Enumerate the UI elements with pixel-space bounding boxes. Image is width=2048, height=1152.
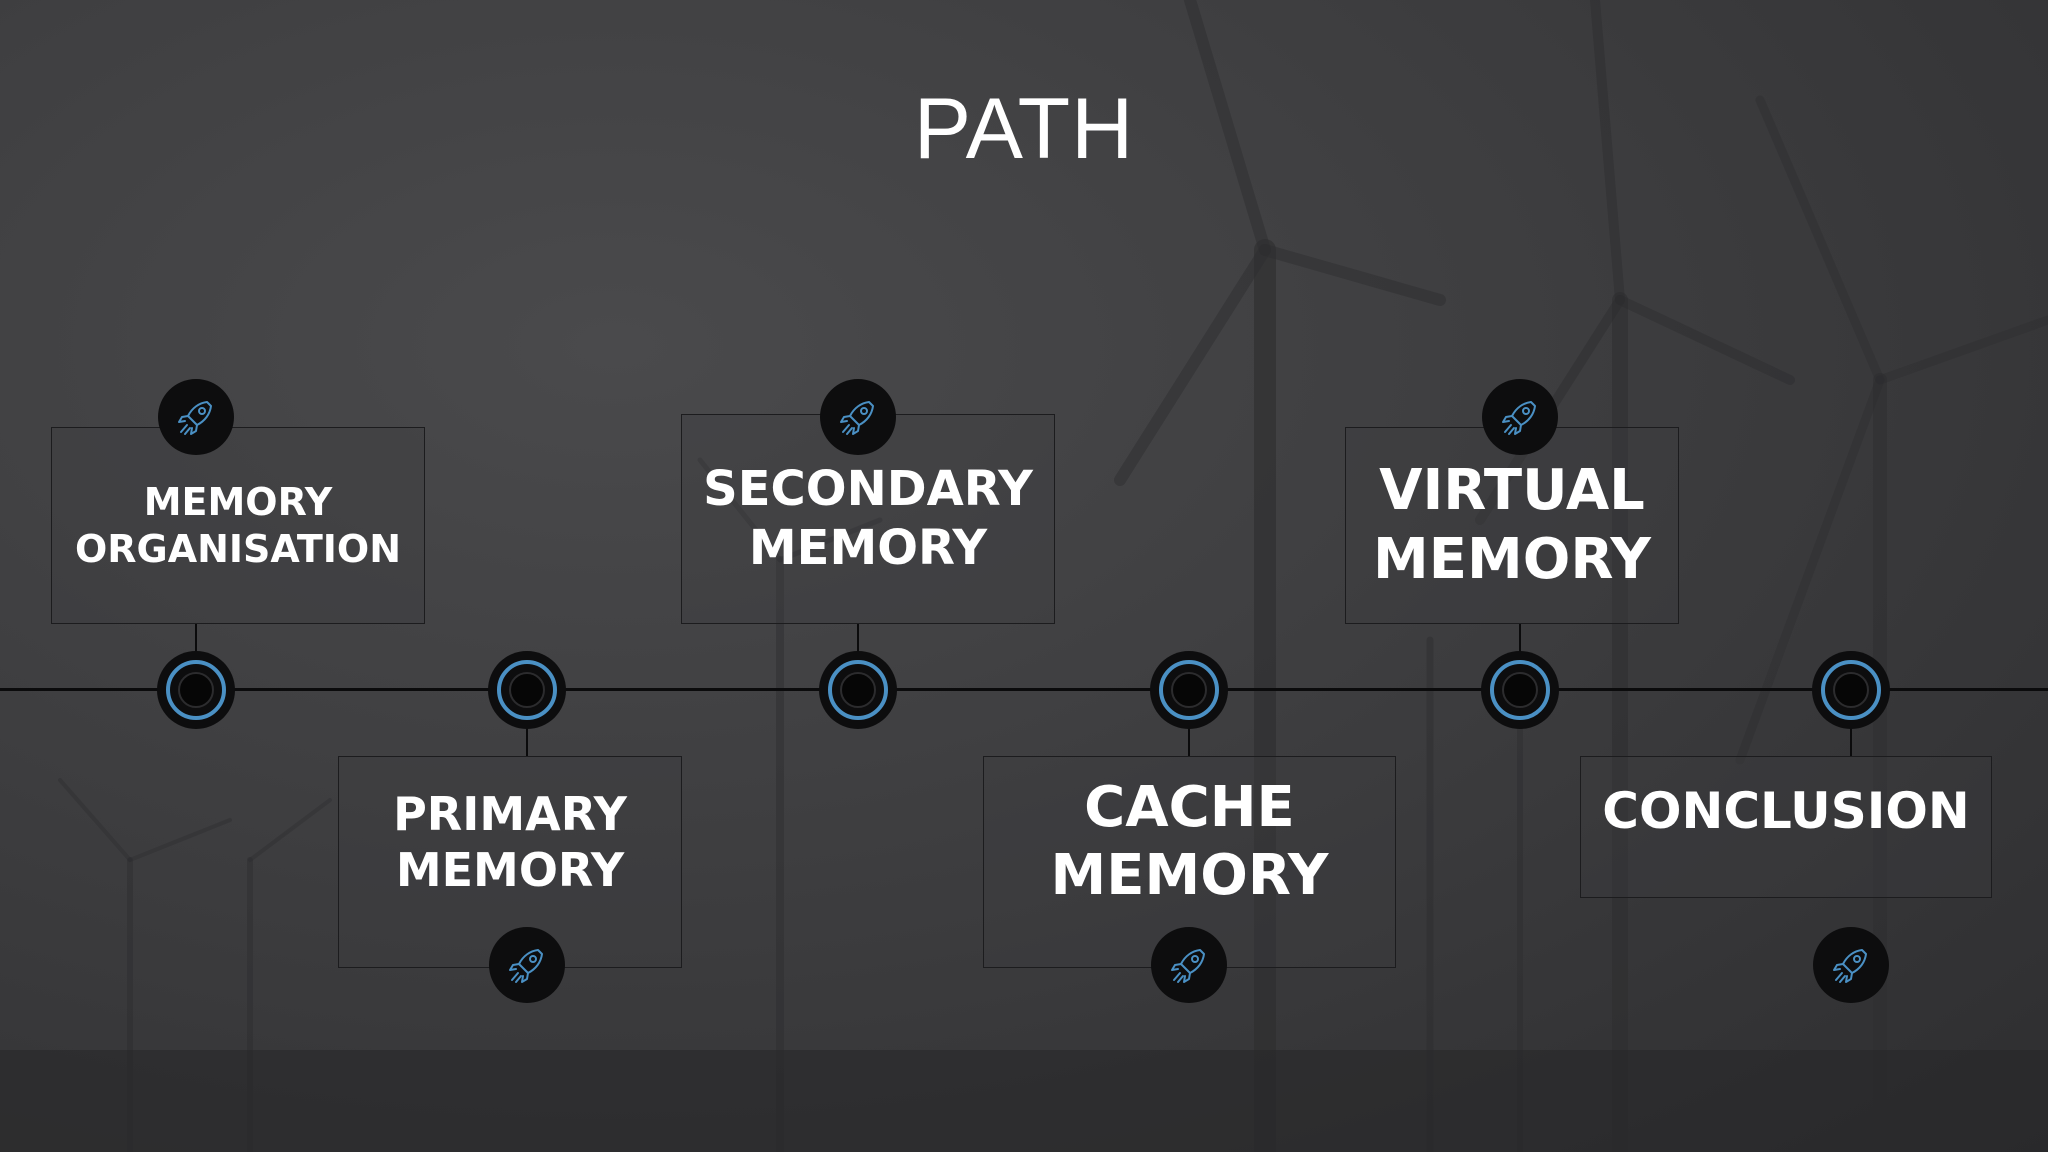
card-virtual-memory[interactable]: VIRTUAL MEMORY — [1345, 427, 1679, 624]
card-line2: MEMORY — [748, 520, 988, 576]
node-dot — [1502, 672, 1538, 708]
timeline-node-4[interactable] — [1150, 651, 1228, 729]
rocket-badge — [1151, 927, 1227, 1003]
rocket-badge — [158, 379, 234, 455]
connector — [526, 722, 528, 756]
card-line1: CACHE — [1084, 774, 1295, 840]
timeline-node-3[interactable] — [819, 651, 897, 729]
node-dot — [840, 672, 876, 708]
card-line1: MEMORY — [143, 480, 333, 525]
timeline-node-6[interactable] — [1812, 651, 1890, 729]
timeline-node-5[interactable] — [1481, 651, 1559, 729]
rocket-icon — [509, 949, 543, 983]
rocket-icon — [178, 401, 212, 435]
node-ring — [497, 660, 557, 720]
rocket-icon — [1502, 401, 1536, 435]
rocket-badge — [1482, 379, 1558, 455]
timeline-node-2[interactable] — [488, 651, 566, 729]
slide-title: PATH — [913, 81, 1135, 177]
rocket-icon — [1171, 949, 1205, 983]
timeline-line — [0, 688, 2048, 691]
connector — [195, 624, 197, 654]
card-line1: SECONDARY — [703, 461, 1033, 518]
node-dot — [178, 672, 214, 708]
node-ring — [1821, 660, 1881, 720]
card-line2: MEMORY — [395, 843, 625, 897]
card-line2: ORGANISATION — [74, 526, 402, 571]
node-dot — [1833, 672, 1869, 708]
card-line2: MEMORY — [1050, 843, 1329, 908]
rocket-badge — [1813, 927, 1889, 1003]
node-dot — [1171, 672, 1207, 708]
rocket-badge — [820, 379, 896, 455]
rocket-badge — [489, 927, 565, 1003]
card-memory-organisation[interactable]: MEMORY ORGANISATION — [51, 427, 425, 624]
card-line1: CONCLUSION — [1602, 781, 1970, 840]
node-dot — [509, 672, 545, 708]
card-line1: PRIMARY — [393, 786, 627, 841]
rocket-icon — [840, 401, 874, 435]
connector — [857, 624, 859, 654]
card-line2: MEMORY — [1373, 526, 1651, 592]
card-conclusion[interactable]: CONCLUSION — [1580, 756, 1992, 898]
card-line1: VIRTUAL — [1379, 458, 1645, 524]
rocket-icon — [1833, 949, 1867, 983]
timeline-node-1[interactable] — [157, 651, 235, 729]
connector — [1850, 722, 1852, 756]
connector — [1188, 722, 1190, 756]
connector — [1519, 624, 1521, 654]
